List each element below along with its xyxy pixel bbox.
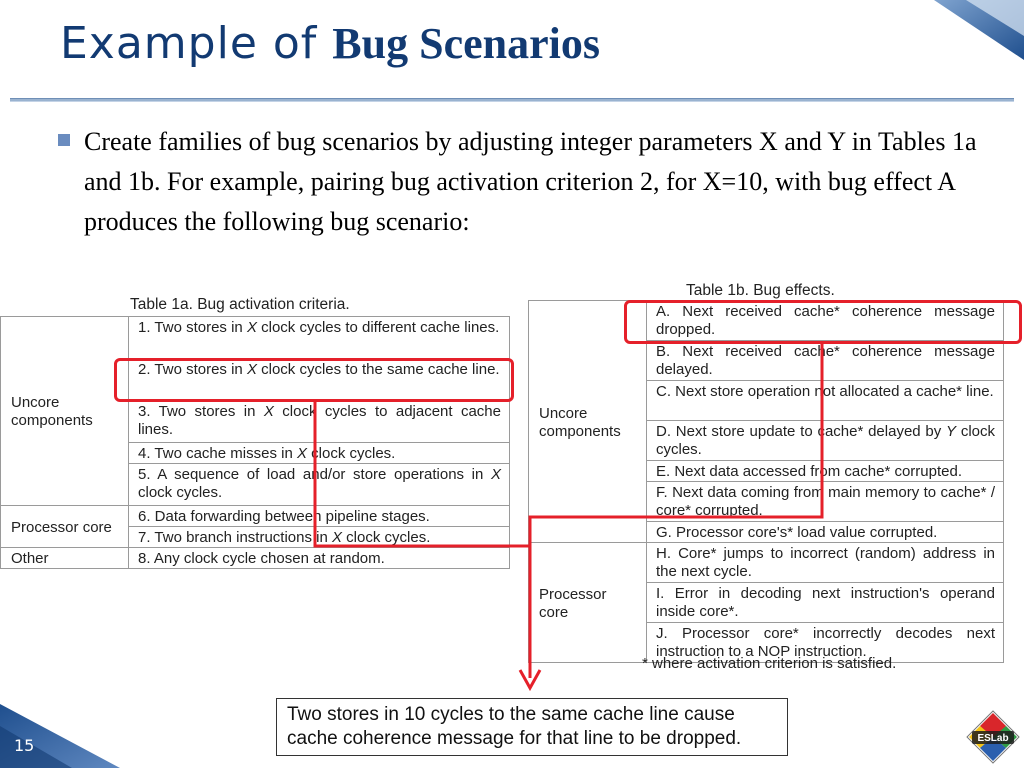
table-cell: 1. Two stores in X clock cycles to diffe… [128, 316, 510, 359]
page-number: 15 [14, 736, 35, 755]
slide-title: Example of Bug Scenarios [60, 18, 600, 78]
table-cell: J. Processor core* incorrectly decodes n… [646, 622, 1004, 663]
table-cell: C. Next store operation not allocated a … [646, 380, 1004, 421]
eslab-logo-text: ESLab [977, 733, 1008, 744]
group-label: Processor core [0, 505, 129, 548]
table-row: Other 8. Any clock cycle chosen at random… [0, 547, 510, 569]
cell-text: J. Processor core* incorrectly decodes n… [656, 625, 995, 660]
cell-text: 5. A sequence of load and/or store opera… [138, 466, 491, 483]
cell-text: I. Error in decoding next instruction's … [656, 585, 995, 620]
highlight-effect-a [624, 300, 1022, 344]
group-label: Processor core [528, 542, 647, 663]
table-cell: E. Next data accessed from cache* corrup… [646, 460, 1004, 482]
table-1b-caption: Table 1b. Bug effects. [686, 282, 835, 299]
table-row: Processor core H. Core* jumps to incorrec… [528, 542, 1004, 663]
title-part-1: Example of [60, 18, 333, 69]
table-row: Processor core 6. Data forwarding between… [0, 505, 510, 548]
cell-text: F. Next data coming from main memory to … [656, 484, 995, 519]
cell-text: clock cycles. [342, 529, 431, 546]
cell-text: C. Next store operation not allocated a … [656, 383, 994, 400]
bug-scenario-result-box: Two stores in 10 cycles to the same cach… [276, 698, 788, 756]
cell-variable: X [296, 445, 307, 462]
cell-text: 8. Any clock cycle chosen at random. [138, 550, 385, 567]
table-cell: B. Next received cache* coherence messag… [646, 340, 1004, 381]
cell-text: E. Next data accessed from cache* corrup… [656, 463, 962, 480]
table-cell: 6. Data forwarding between pipeline stag… [128, 505, 510, 527]
cell-text: 6. Data forwarding between pipeline stag… [138, 508, 430, 525]
table-cell: G. Processor core's* load value corrupte… [646, 521, 1004, 543]
cell-variable: X [263, 403, 274, 420]
corner-decoration-top-right [934, 0, 1024, 60]
title-divider [10, 98, 1014, 102]
cell-text: 2. Two stores in [138, 361, 247, 378]
corner-decoration-bottom-left [0, 704, 120, 768]
cell-variable: Y [946, 423, 957, 440]
arrowhead-icon [518, 669, 542, 692]
cell-variable: X [490, 466, 501, 483]
table-1a-caption: Table 1a. Bug activation criteria. [130, 296, 350, 313]
cell-variable: X [246, 361, 257, 378]
cell-text: 1. Two stores in [138, 319, 247, 336]
bullet-square-icon [58, 134, 70, 146]
cell-variable: X [332, 529, 343, 546]
table-cell: 3. Two stores in X clock cycles to adjac… [128, 400, 510, 443]
cell-text: 3. Two stores in [138, 403, 264, 420]
table-cell: D. Next store update to cache* delayed b… [646, 420, 1004, 461]
table-cell: 7. Two branch instructions in X clock cy… [128, 526, 510, 548]
bullet-text: Create families of bug scenarios by adju… [84, 127, 977, 236]
cell-text: clock cycles to different cache lines. [256, 319, 500, 336]
cell-text: B. Next received cache* coherence messag… [656, 343, 995, 378]
table-cell: 5. A sequence of load and/or store opera… [128, 463, 510, 506]
result-line-1: Two stores in 10 cycles to the same cach… [287, 704, 735, 725]
cell-text: D. Next store update to cache* delayed b… [656, 423, 947, 440]
cell-text: 4. Two cache misses in [138, 445, 297, 462]
group-label: Other [0, 547, 129, 569]
cell-variable: X [246, 319, 257, 336]
table-row: J. Processor core* incorrectly decodes n… [529, 622, 1004, 663]
cell-text: clock cycles. [138, 484, 223, 501]
table-1b-footnote: * where activation criterion is satisfie… [642, 655, 897, 672]
table-cell: F. Next data coming from main memory to … [646, 481, 1004, 522]
table-cell: 8. Any clock cycle chosen at random. [128, 547, 510, 569]
result-line-2: cache coherence message for that line to… [287, 728, 742, 749]
cell-text: G. Processor core's* load value corrupte… [656, 524, 938, 541]
cell-text: H. Core* jumps to incorrect (random) add… [656, 545, 995, 580]
cell-text: A. Next received cache* coherence messag… [656, 303, 995, 338]
table-cell: I. Error in decoding next instruction's … [646, 582, 1004, 623]
cell-text: 7. Two branch instructions in [138, 529, 332, 546]
cell-text: clock cycles. [306, 445, 396, 462]
title-part-2: Bug Scenarios [332, 19, 600, 68]
eslab-logo-icon: ESLab [966, 710, 1020, 764]
highlight-criterion-2 [114, 358, 514, 402]
table-cell: H. Core* jumps to incorrect (random) add… [646, 542, 1004, 583]
table-cell: 4. Two cache misses in X clock cycles. [128, 442, 510, 464]
group-label: Uncore components [0, 316, 129, 506]
